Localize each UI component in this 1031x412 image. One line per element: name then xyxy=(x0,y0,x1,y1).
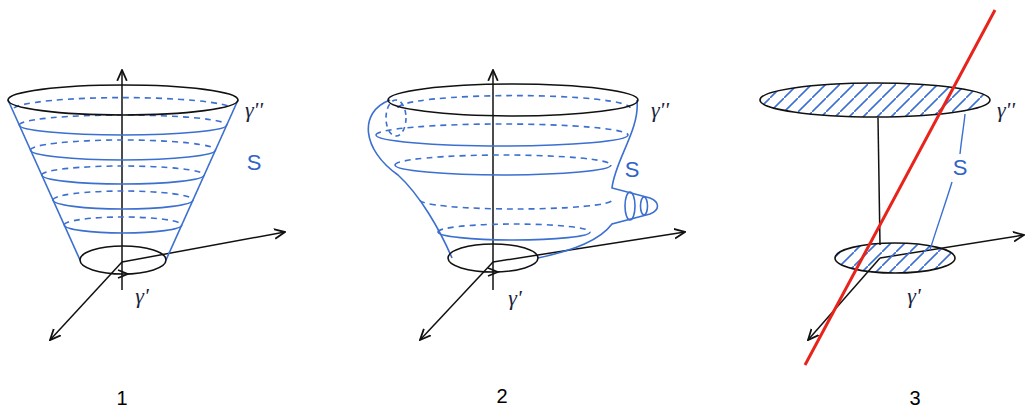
cone-surface xyxy=(53,200,193,209)
curve-label: γ' xyxy=(135,285,148,307)
axes xyxy=(420,262,493,340)
leader-line xyxy=(960,114,965,154)
figure-number: 2 xyxy=(496,386,507,406)
deformed-surface xyxy=(420,200,612,209)
boundary-curve xyxy=(448,244,538,272)
cone-surface xyxy=(64,225,181,233)
boundary-curve xyxy=(80,246,166,274)
leader-line xyxy=(930,182,952,250)
hatched-disk xyxy=(760,83,990,273)
deformed-surface xyxy=(641,197,648,215)
surface-label: S xyxy=(953,157,968,179)
cone-surface xyxy=(53,191,193,200)
curve-label: γ' xyxy=(508,287,521,309)
cone-surface xyxy=(64,217,181,225)
boundary-curve xyxy=(8,85,238,115)
surface-label: S xyxy=(247,152,262,174)
curve-label: γ'' xyxy=(997,99,1015,121)
cone-surface xyxy=(31,140,216,150)
hatched-disk xyxy=(835,243,955,273)
red-line xyxy=(805,10,995,365)
cone-surface xyxy=(19,115,226,125)
cone-surface xyxy=(19,125,226,135)
axes xyxy=(121,70,123,290)
figure-number: 3 xyxy=(909,388,920,408)
axes xyxy=(122,232,285,262)
hatched-disk xyxy=(760,83,990,117)
deformed-surface xyxy=(395,155,611,165)
axes xyxy=(492,70,494,290)
deformed-surface xyxy=(395,165,611,175)
cone-surface xyxy=(31,150,216,160)
curve-label: γ'' xyxy=(651,99,669,121)
deformed-surface xyxy=(376,124,628,135)
boundary-curve xyxy=(488,268,498,276)
boundary-curve xyxy=(388,84,638,116)
axes xyxy=(808,118,1024,340)
axes xyxy=(50,70,285,340)
deformed-surface xyxy=(538,100,658,258)
cone-surface xyxy=(8,98,238,260)
boundary-curve xyxy=(388,84,638,276)
cone-surface xyxy=(42,166,204,175)
cone-surface xyxy=(42,175,204,184)
leader-line xyxy=(930,114,965,250)
deformed-surface xyxy=(625,192,635,220)
deformed-surface xyxy=(438,232,590,240)
figure-number: 1 xyxy=(116,388,127,408)
deformed-surface xyxy=(376,135,628,146)
surface-label: S xyxy=(625,159,640,181)
curve-label: γ' xyxy=(907,285,920,307)
boundary-curve xyxy=(8,85,238,278)
curve-label: γ'' xyxy=(245,99,263,121)
deformed-surface xyxy=(368,96,657,258)
axes xyxy=(420,70,685,340)
deformed-surface xyxy=(438,224,590,232)
cone-surface xyxy=(8,100,80,260)
cone-surface xyxy=(14,98,232,108)
deformed-surface xyxy=(398,96,630,108)
boundary-curve xyxy=(118,270,128,278)
